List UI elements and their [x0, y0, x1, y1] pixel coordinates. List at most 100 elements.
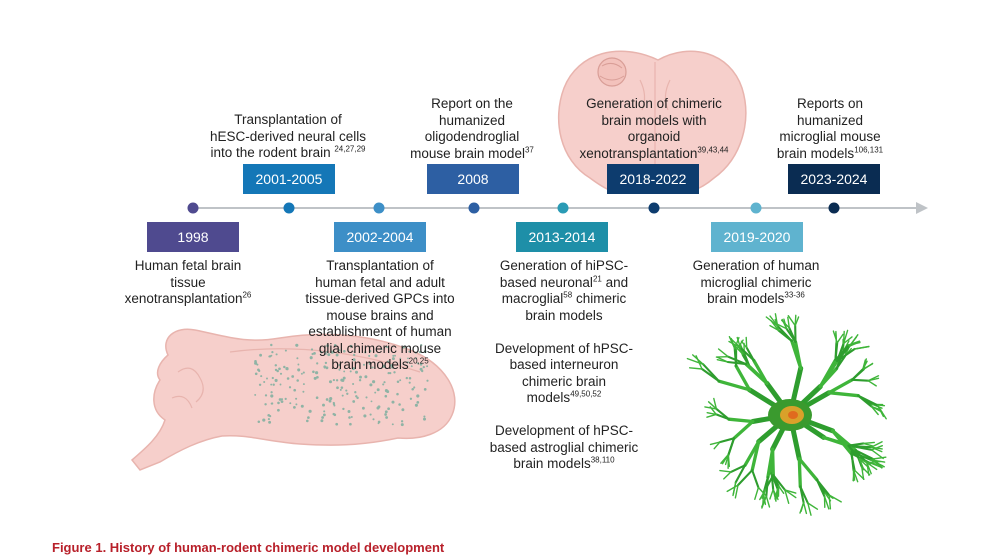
engrafted-cell-dots — [254, 343, 429, 427]
engrafted-cell-dot — [254, 372, 258, 376]
description-line: Generation of human — [692, 258, 820, 273]
microglia-process — [858, 458, 865, 471]
engrafted-cell-dot — [312, 370, 315, 374]
engrafted-cell-dot — [349, 370, 352, 373]
engrafted-cell-dot — [391, 357, 395, 361]
engrafted-cell-dot — [402, 346, 406, 349]
description-line: tissue-derived GPCs into — [305, 291, 455, 306]
date-label-2023-2024: 2023-2024 — [788, 164, 880, 194]
citation-superscript: 106,131 — [854, 145, 884, 154]
description-line: brain models106,131 — [776, 145, 884, 161]
engrafted-cell-dot — [262, 418, 266, 422]
engrafted-cell-dot — [275, 353, 278, 356]
engrafted-cell-dot — [313, 376, 317, 380]
engrafted-cell-dot — [387, 407, 390, 411]
engrafted-cell-dot — [400, 420, 404, 423]
microglia-process — [706, 412, 717, 416]
engrafted-cell-dot — [277, 401, 280, 405]
microglia-process — [720, 454, 730, 464]
engrafted-cell-dot — [258, 383, 262, 387]
microglia-process — [851, 378, 870, 382]
microglia-process — [793, 340, 803, 370]
description-line: Report on the — [431, 96, 513, 111]
engrafted-cell-dot — [289, 402, 292, 405]
microglia-process — [692, 354, 704, 365]
timeline-markers — [187, 202, 840, 214]
engrafted-cell-dot — [362, 363, 366, 366]
engrafted-cell-dot — [372, 418, 375, 421]
engrafted-cell-dot — [324, 352, 327, 355]
engrafted-cell-dot — [339, 388, 342, 391]
description-line: brain models20,25 — [331, 356, 429, 372]
engrafted-cell-dot — [296, 379, 299, 382]
engrafted-cell-dot — [369, 413, 372, 416]
engrafted-cell-dot — [355, 395, 358, 398]
engrafted-cell-dot — [363, 414, 367, 418]
microglia-process — [713, 397, 718, 410]
engrafted-cell-dot — [364, 351, 367, 354]
description-line — [464, 407, 664, 424]
engrafted-cell-dot — [377, 422, 380, 425]
engrafted-cell-dot — [254, 361, 258, 365]
microglia-process — [854, 449, 875, 461]
sagittal-cerebellum-folds — [171, 367, 204, 409]
microglia-process — [751, 469, 760, 489]
microglia-process — [732, 481, 737, 497]
engrafted-cell-dot — [389, 371, 392, 375]
engrafted-cell-dot — [335, 379, 339, 382]
engrafted-cell-dot — [322, 403, 325, 407]
engrafted-cell-dot — [293, 406, 296, 409]
engrafted-cell-dot — [409, 397, 413, 400]
description-line: establishment of human — [308, 324, 452, 339]
engrafted-cell-dot — [411, 388, 414, 391]
microglia-process — [727, 417, 755, 424]
engrafted-cell-dot — [310, 348, 314, 351]
engrafted-cell-dot — [354, 391, 357, 394]
engrafted-cell-dot — [332, 401, 335, 405]
engrafted-cell-dot — [376, 388, 380, 392]
engrafted-cell-dot — [364, 375, 368, 379]
microglia-process — [745, 336, 748, 349]
engrafted-cell-dot — [418, 350, 422, 354]
description-line: humanized — [438, 112, 506, 128]
microglia-process — [853, 345, 870, 350]
engrafted-cell-dot — [348, 416, 351, 419]
description-line: brain models — [525, 307, 603, 323]
engrafted-cell-dot — [415, 357, 418, 360]
description-line: Transplantation of — [234, 112, 342, 127]
citation-superscript: 33-36 — [784, 290, 805, 300]
engrafted-cell-dot — [283, 365, 286, 369]
engrafted-cell-dot — [268, 355, 271, 358]
organoid-graft — [597, 57, 627, 87]
microglia-process — [764, 474, 775, 491]
microglia-process — [765, 495, 771, 508]
engrafted-cell-dot — [286, 377, 290, 380]
engrafted-cell-dot — [423, 417, 426, 421]
microglia-process — [871, 403, 883, 409]
engrafted-cell-dot — [408, 350, 411, 353]
engrafted-cell-dot — [302, 390, 305, 393]
engrafted-cell-dot — [268, 414, 272, 418]
description-line: brain models33-36 — [707, 290, 805, 306]
microglia-process — [709, 441, 721, 446]
engrafted-cell-dot — [394, 354, 396, 357]
microglia-process — [867, 380, 877, 387]
engrafted-cell-dot — [270, 391, 273, 394]
engrafted-cell-dot — [333, 404, 336, 407]
engrafted-cell-dot — [426, 365, 429, 368]
engrafted-cell-dot — [423, 350, 427, 354]
engrafted-cell-dot — [315, 396, 319, 400]
microglia-process — [851, 445, 873, 451]
engrafted-cell-dot — [323, 365, 327, 369]
microglia-process — [870, 405, 883, 413]
engrafted-cell-dot — [284, 349, 287, 352]
date-label-2001-2005: 2001-2005 — [243, 164, 335, 194]
microglia-process — [847, 444, 861, 461]
microglia-process — [807, 502, 819, 510]
engrafted-cell-dot — [266, 377, 268, 380]
microglia-process — [851, 368, 865, 381]
engrafted-cell-dot — [370, 400, 373, 403]
timeline-arrowhead — [916, 202, 928, 214]
